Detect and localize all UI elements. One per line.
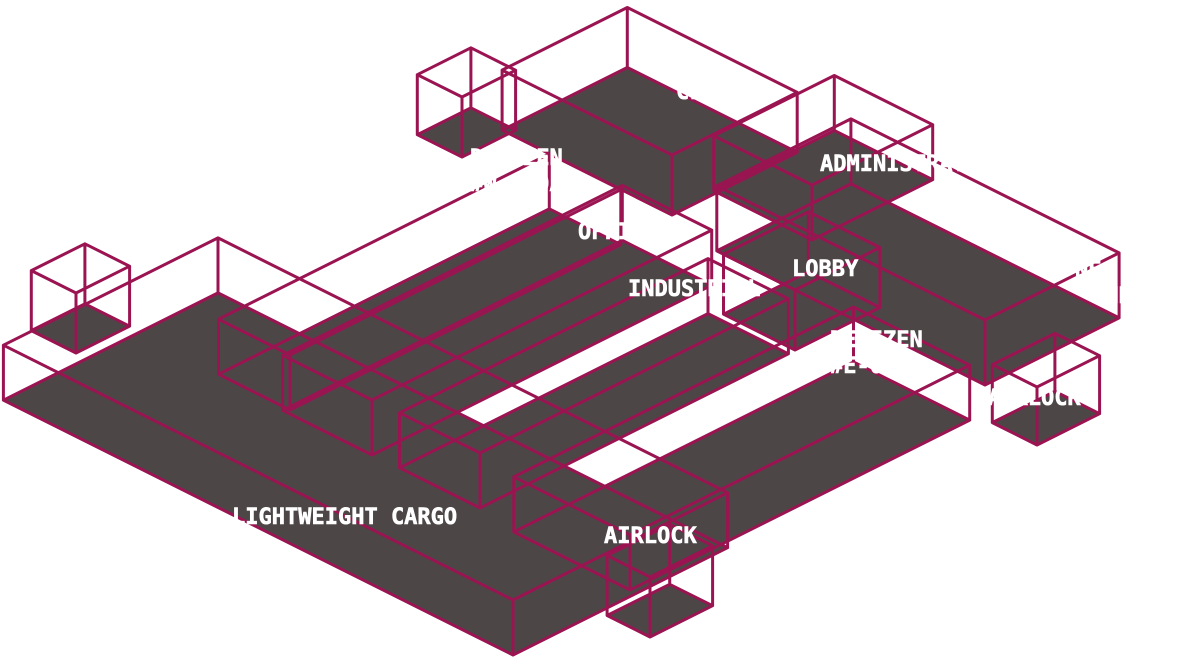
room-label-line: AIRLOCK <box>604 524 697 549</box>
room-label-line: NE <box>1075 258 1102 283</box>
room-label-line: INDUSTRIAL <box>628 277 760 302</box>
room-floor-nw-clones[interactable] <box>502 67 798 216</box>
room-walls-ne-mech <box>715 117 1121 387</box>
room-floors <box>3 67 1120 655</box>
room-label-line: OFFICE <box>578 220 657 245</box>
room-label-industrial: INDUSTRIAL <box>628 277 760 302</box>
room-walls-nw-clones <box>500 6 799 217</box>
room-walls-airlock-s <box>605 522 715 639</box>
room-label-denizen-w: DENIZEN#W-000A <box>470 146 563 197</box>
room-label-line: LOBBY <box>792 257 859 282</box>
room-label-line: LIGHTWEIGHT CARGO <box>232 505 457 530</box>
room-label-line: NW <box>660 54 687 79</box>
room-floor-airlock-e[interactable] <box>992 391 1100 445</box>
room-walls-lobby <box>722 210 882 352</box>
room-walls-denizen-w <box>281 183 714 457</box>
room-floor-pod-w[interactable] <box>31 303 130 353</box>
room-label-airlock-e: AIRLOCK <box>988 386 1081 411</box>
room-label-ne-mech: NEMECH <box>1075 258 1158 309</box>
room-walls-cargo <box>1 236 730 657</box>
room-label-line: #W-000A <box>470 172 563 197</box>
room-floor-airlock-s[interactable] <box>607 584 713 637</box>
room-label-lobby: LOBBY <box>792 257 859 282</box>
room-label-line: AIRLOCK <box>988 386 1081 411</box>
room-floor-ne-mech[interactable] <box>716 183 1120 385</box>
room-label-administration: ADMINISTRATION <box>820 152 1005 177</box>
room-label-line: ADMINISTRATION <box>820 152 1005 177</box>
room-walls-airlock-e <box>990 331 1102 447</box>
room-label-line: #E-000A <box>830 354 923 379</box>
room-label-office: OFFICE <box>578 220 657 245</box>
room-label-denizen-e: DENIZEN#E-000A <box>830 328 923 379</box>
room-walls-pod-n <box>415 46 518 159</box>
room-walls <box>1 6 1121 657</box>
room-walls-denizen-e <box>512 305 972 592</box>
room-label-line: MECH <box>1105 284 1158 309</box>
room-label-line: CLONES <box>676 80 755 105</box>
room-label-airlock-s: AIRLOCK <box>604 524 697 549</box>
room-labels: LIGHTWEIGHT CARGODENIZEN#W-000AOFFICEIND… <box>232 54 1159 550</box>
room-floor-pod-n[interactable] <box>417 107 516 157</box>
room-walls-industrial <box>398 257 790 510</box>
room-label-line: DENIZEN <box>830 328 923 353</box>
room-floor-cargo[interactable] <box>3 292 728 655</box>
room-label-cargo: LIGHTWEIGHT CARGO <box>232 505 457 530</box>
room-label-line: DENIZEN <box>470 146 563 171</box>
